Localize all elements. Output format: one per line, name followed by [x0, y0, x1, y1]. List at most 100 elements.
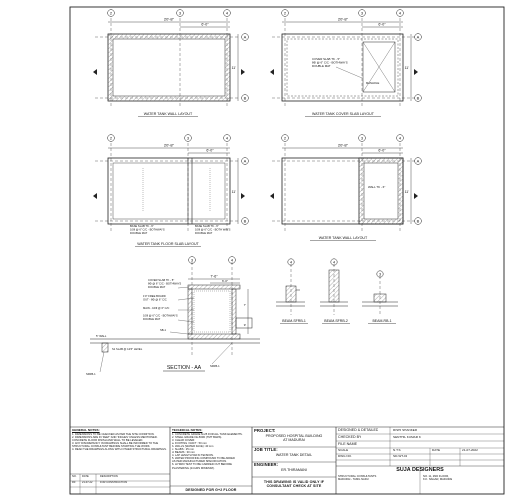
rev-header-date: DATE [82, 475, 89, 478]
dimension-text: 6'-0" [206, 149, 214, 153]
grid-label: 4 [231, 258, 234, 263]
section-label: 10Φ @ 6" C/C - BOTHWAYS [143, 314, 178, 318]
grid-label: 4 [290, 261, 292, 265]
validity-warning: THIS DRAWING IS VALID ONLY IF CONSULTANT… [252, 480, 336, 488]
dimension-text: 9' [244, 323, 247, 327]
grid-label: 4 [399, 136, 402, 141]
note-line: b. WALLS (WATER FACE): 40 mm [172, 444, 214, 448]
warning-line: THIS DRAWING IS VALID ONLY IF [263, 480, 325, 484]
dimension-text: 6'-0" [378, 23, 386, 27]
slab-note: 10Φ @ 6" C/C - BOTH WAYS [195, 228, 231, 232]
section-label: S1 SLAB @ 12'6" LEVEL [112, 347, 143, 351]
designed-label: DESIGNED & DETAILED [338, 428, 379, 432]
section-label: 1'0" FREE BOARD [143, 294, 166, 298]
drawing-caption: WATER TANK WALL LAYOUT [144, 112, 193, 116]
section-label: SFRB-1 [210, 364, 220, 368]
section-label: DOUBLE MAT [148, 285, 166, 289]
grid-label: B [244, 96, 247, 101]
grid-label: 2 [284, 11, 287, 16]
note-line: 2. STEEL GRADE FE-500D (TMT BARS). [172, 435, 223, 439]
engineer-name: ER.THIRAMANI [281, 467, 307, 472]
grid-label: 3 [191, 258, 194, 263]
firm-details: STRUCTURAL CONSULTANTS MADURAI - TAMIL N… [338, 475, 418, 481]
plan-wall-layout [93, 18, 245, 108]
section-label: COVER SLAB TK - 5" [148, 278, 174, 282]
dimension-text: 20'-8" [164, 17, 175, 22]
grid-label: A [417, 159, 420, 164]
manhole-label: MANHOLE [366, 81, 379, 85]
engineer-label: ENGINEER: [254, 463, 279, 467]
grid-label: A [244, 159, 247, 164]
technical-notes-title: TECHNICAL NOTES: [172, 429, 203, 432]
dimension-text: 20'-8" [164, 143, 175, 148]
job-label: JOB TITLE: [254, 448, 278, 452]
beam-details [276, 264, 398, 315]
dwg-value: SD-WT-01 [393, 455, 408, 458]
grid-label: 4 [226, 11, 229, 16]
project-name: PROPOSED HOSPITAL BUILDING [265, 433, 323, 438]
grid-label: 4 [333, 261, 335, 265]
section-label: MAIN - 10Φ @ 6" C/C [143, 306, 169, 310]
firm-line: MADURAI - TAMIL NADU [338, 478, 369, 482]
slab-note: DOUBLE MAT [312, 64, 331, 68]
revision-table: NO. DATE DESCRIPTION R0 21-07-22 FOR CON… [70, 475, 170, 494]
note-line: a. FOOTING / RAFT : 50 mm [172, 441, 207, 445]
slab-note: BASE SLAB TK - 6" [195, 224, 219, 228]
note-line: 4. LAP LENGTH 50d IN TENSION. [172, 454, 214, 458]
plan-floor-slab [93, 143, 245, 232]
dimension-text: 7' [244, 303, 247, 307]
technical-notes: TECHNICAL NOTES: 1. CONCRETE GRADE M-25 … [172, 429, 251, 485]
note-line: 3. CLEAR COVER: [172, 438, 195, 442]
firm-name: SUJA DESIGNERS [396, 467, 444, 473]
grid-label: 4 [226, 136, 229, 141]
section-aa [90, 262, 260, 373]
dimension-text: 11' [405, 66, 410, 70]
section-label: OUT - 8Φ @ 6" C/C [143, 298, 167, 302]
grid-label: 3 [379, 273, 381, 277]
drawing-caption: WATER TANK WALL LAYOUT [319, 236, 368, 240]
grid-label: 3 [361, 11, 364, 16]
designed-value: RISHI SHANKER [393, 429, 418, 432]
drawing-caption: WATER TANK FLOOR SLAB LAYOUT [137, 242, 199, 246]
slab-note: 8Φ @ 6" C/C - BOTHWAYS [312, 61, 348, 65]
warning-line: CONSULTANT CHECK AT SITE [266, 484, 322, 489]
firm-address: NO. 11, 2ND FLOOR, K.K. NAGAR, MADURAI [423, 475, 503, 481]
grid-label: B [244, 219, 247, 224]
rev-header-desc: DESCRIPTION [100, 475, 118, 478]
note-line: STRUCTURAL CONSULTANT BEFORE STARTING TH… [72, 444, 151, 448]
note-line: CONCRETE FLOOR FINISH AND WALL TO BE LEV… [72, 438, 144, 442]
scale-label: SCALE [338, 449, 349, 452]
wall-note: WALL TK - 6" [368, 185, 385, 189]
job-block: JOB TITLE: WATER TANK DETAIL [254, 448, 334, 462]
grid-label: A [244, 35, 247, 40]
engineer-block: ENGINEER: ER.THIRAMANI [254, 463, 334, 477]
dimension-text: 20'-8" [338, 17, 349, 22]
grid-label: 2 [110, 11, 113, 16]
grid-label: 3 [187, 136, 190, 141]
general-notes-title: GENERAL NOTES: [72, 429, 100, 432]
slab-note: DOUBLE MAT [130, 231, 148, 235]
grid-label: B [417, 219, 420, 224]
dimension-text: 11' [232, 66, 237, 70]
note-line: PLASTERING (24 HRS MINIMUM). [172, 466, 215, 470]
file-name-label: FILE NAME [338, 442, 357, 446]
note-line: 5. WATER PROOFING COMPOUND TO BE ADDED [172, 457, 235, 461]
dimension-text: 11' [232, 190, 237, 194]
sheet-border [69, 6, 505, 495]
dwg-label: DWG NO. [338, 455, 352, 458]
slab-note: 10Φ @ 6" C/C - BOTHWAYS [130, 228, 165, 232]
grid-label: B [417, 96, 420, 101]
drawing-caption: WATER TANK COVER SLAB LAYOUT [312, 112, 375, 116]
slab-note: COVER SLAB TK - 5" [312, 57, 340, 61]
note-line: 3. ANY DISCREPANCY IN DRAWINGS SHALL BE … [72, 441, 159, 445]
rev-desc: FOR CONSTRUCTION [100, 481, 128, 484]
project-label: PROJECT: [254, 429, 276, 433]
dimension-text: 7'-6" [210, 275, 218, 279]
rev-header-no: NO. [72, 475, 77, 478]
rev-date: 21-07-22 [82, 481, 93, 484]
checked-value: SENTHIL KUMAR K [393, 436, 421, 439]
job-title: WATER TANK DETAIL [275, 452, 313, 457]
section-label: SFRB-1 [86, 372, 96, 376]
note-line: 2. DIMENSIONS ARE IN 'FEET' AND 'INCHES'… [72, 435, 158, 439]
